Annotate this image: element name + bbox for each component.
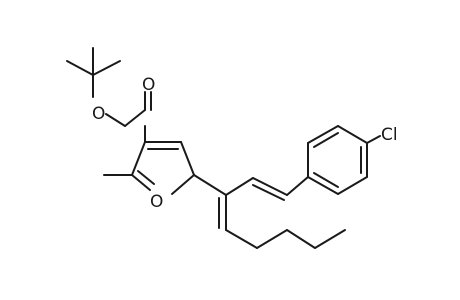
bond — [137, 170, 155, 185]
chlorophenyl-ring — [307, 125, 381, 195]
bond — [180, 141, 195, 176]
bond — [66, 60, 94, 76]
furan-ring — [131, 141, 195, 195]
ester-group — [105, 91, 152, 143]
double-bond — [252, 184, 285, 201]
carbonyl-oxygen-label: O — [142, 75, 155, 95]
bond — [124, 109, 146, 127]
bond — [225, 229, 258, 249]
bond — [105, 113, 126, 127]
tert-butyl-group — [66, 47, 121, 98]
furan-oxygen-label: O — [150, 192, 163, 212]
double-bond — [313, 172, 339, 188]
bond — [286, 229, 316, 249]
bond — [337, 125, 368, 144]
diene-chain — [193, 174, 309, 231]
bond — [286, 176, 309, 196]
bond — [193, 174, 227, 196]
bond — [131, 141, 146, 176]
bond — [366, 135, 381, 144]
bond — [92, 60, 121, 76]
bond — [171, 174, 195, 195]
bond — [337, 176, 368, 195]
double-bond — [252, 177, 288, 196]
bond — [314, 229, 346, 249]
bond — [307, 176, 339, 195]
ester-oxygen-label: O — [92, 104, 105, 124]
bond — [307, 125, 339, 144]
chlorine-label: Cl — [381, 125, 398, 145]
butyl-chain — [225, 229, 346, 249]
double-bond — [131, 174, 151, 191]
double-bond — [313, 132, 339, 148]
bond — [225, 177, 254, 196]
bond — [256, 229, 288, 249]
